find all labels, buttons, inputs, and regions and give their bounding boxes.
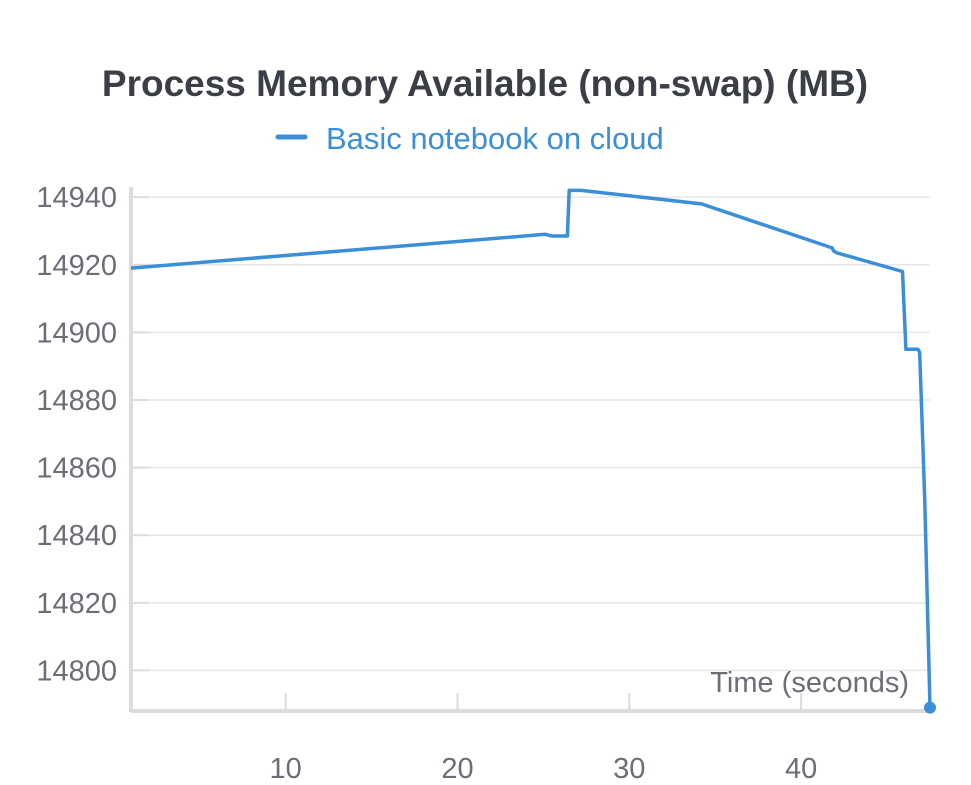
series-line[interactable]: [130, 188, 932, 708]
y-tick-label: 14860: [36, 453, 117, 485]
x-tick-label: 30: [613, 753, 645, 785]
y-tick-label: 14800: [36, 655, 117, 687]
y-tick-label: 14840: [36, 520, 117, 552]
y-tick-label: 14820: [36, 588, 117, 620]
y-tick-label: 14900: [36, 317, 117, 349]
chart-title: Process Memory Available (non-swap) (MB): [102, 63, 868, 104]
y-tick-label: 14920: [36, 250, 117, 282]
y-tick-label: 14880: [36, 385, 117, 417]
x-axis-label: Time (seconds): [710, 667, 909, 699]
y-tick-label: 14940: [36, 182, 117, 214]
legend-label: Basic notebook on cloud: [326, 121, 664, 156]
series-endpoint[interactable]: [924, 701, 936, 714]
x-tick-label: 10: [270, 753, 302, 785]
legend[interactable]: Basic notebook on cloud: [275, 121, 664, 156]
gridlines: [131, 196, 930, 672]
series-layer: [130, 188, 936, 714]
y-axis-ticks: 14800 14820 14840 14860 14880 14900 14920 14940: [36, 182, 149, 687]
x-tick-label: 20: [441, 753, 473, 785]
x-axis-ticks: 10 20 30 40: [270, 693, 817, 785]
x-tick-label: 40: [785, 753, 817, 785]
